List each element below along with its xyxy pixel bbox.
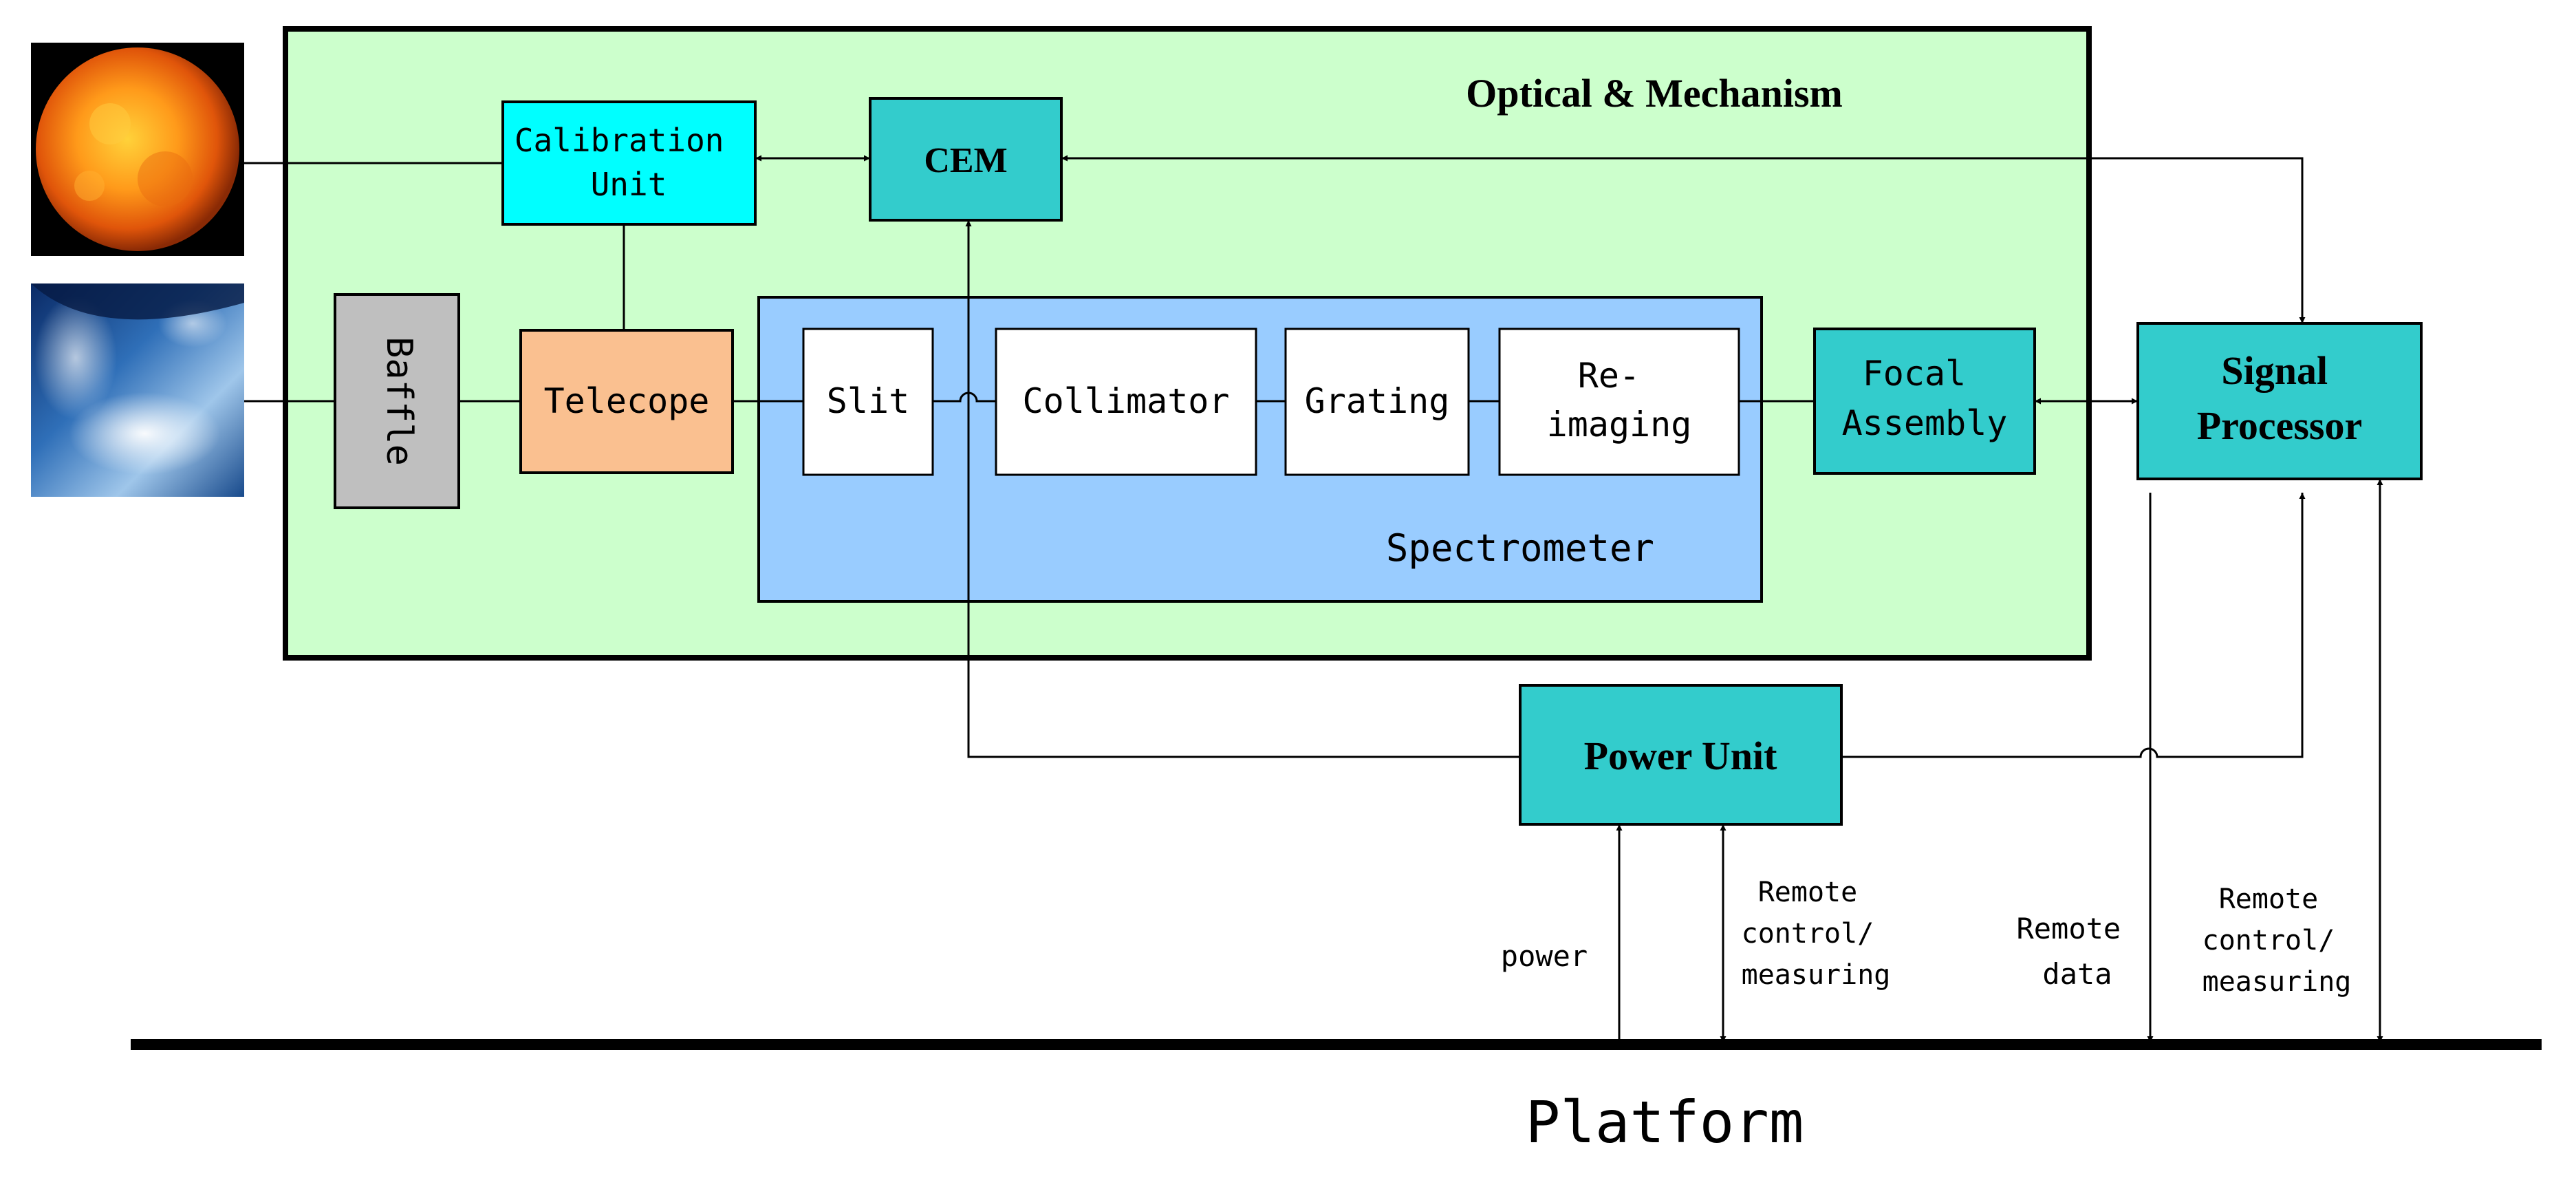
- remote-control-1-line2: control/: [1742, 918, 1874, 950]
- baffle-block[interactable]: Baffle: [334, 293, 460, 509]
- optical-mechanism-title: Optical & Mechanism: [1466, 71, 1843, 116]
- svg-text:Re- imaging: Re- imaging: [1547, 356, 1692, 445]
- reimaging-label-line2: imaging: [1547, 405, 1692, 445]
- focal-assembly-block[interactable]: Focal Assembly: [1813, 328, 2036, 475]
- earth-image: [31, 283, 244, 497]
- svg-text:Remote control/ measur: Remote control/ measuring: [2202, 884, 2352, 998]
- svg-text:Remote control/ measur: Remote control/ measuring: [1742, 877, 1891, 991]
- remote-control-1-line3: measuring: [1742, 959, 1891, 991]
- remote-control-1-line1: Remote: [1758, 877, 1858, 908]
- focal-assembly-label-line2: Assembly: [1842, 403, 2008, 443]
- reimaging-label-line1: Re-: [1578, 356, 1640, 396]
- collimator-block[interactable]: Collimator: [995, 328, 1257, 476]
- cem-label: CEM: [924, 141, 1007, 180]
- svg-text:Calibration Unit: Calibration Unit: [515, 122, 743, 203]
- calibration-unit-block[interactable]: Calibration Unit: [501, 100, 757, 226]
- collimator-label: Collimator: [1022, 381, 1229, 421]
- sun-image: [31, 43, 244, 256]
- signal-processor-block[interactable]: Signal Processor: [2136, 322, 2423, 480]
- remote-control-2-line3: measuring: [2202, 966, 2352, 998]
- calibration-unit-label-line2: Unit: [591, 166, 667, 203]
- slit-block[interactable]: Slit: [802, 328, 934, 476]
- baffle-label: Baffle: [378, 336, 420, 466]
- focal-assembly-label-line1: Focal: [1863, 354, 1967, 394]
- cem-block[interactable]: CEM: [869, 97, 1063, 222]
- arrow-connections: [755, 155, 2383, 1042]
- spectrometer-title: Spectrometer: [1386, 526, 1654, 570]
- grating-label: Grating: [1305, 381, 1450, 421]
- grating-block[interactable]: Grating: [1284, 328, 1470, 476]
- power-unit-block[interactable]: Power Unit: [1519, 684, 1843, 826]
- calibration-unit-label-line1: Calibration: [515, 122, 724, 159]
- telescope-label: Telecope: [544, 381, 710, 421]
- slit-label: Slit: [827, 381, 909, 421]
- remote-data-line2: data: [2042, 957, 2112, 991]
- svg-text:Signal Processor: Signal Processor: [2197, 348, 2363, 448]
- remote-data-line1: Remote: [2016, 912, 2121, 945]
- signal-processor-label-line1: Signal: [2221, 348, 2328, 393]
- telescope-block[interactable]: Telecope: [519, 329, 734, 474]
- svg-text:Remote data: Remote data: [2016, 912, 2138, 991]
- signal-processor-label-line2: Processor: [2197, 403, 2363, 448]
- remote-control-2-line1: Remote: [2219, 884, 2319, 915]
- platform-label: Platform: [1526, 1089, 1804, 1156]
- svg-text:Focal Assembly: Focal Assembly: [1842, 354, 2008, 443]
- reimaging-block[interactable]: Re- imaging: [1498, 328, 1740, 476]
- remote-control-2-line2: control/: [2202, 925, 2335, 956]
- power-unit-label: Power Unit: [1584, 733, 1778, 778]
- power-label: power: [1501, 939, 1588, 973]
